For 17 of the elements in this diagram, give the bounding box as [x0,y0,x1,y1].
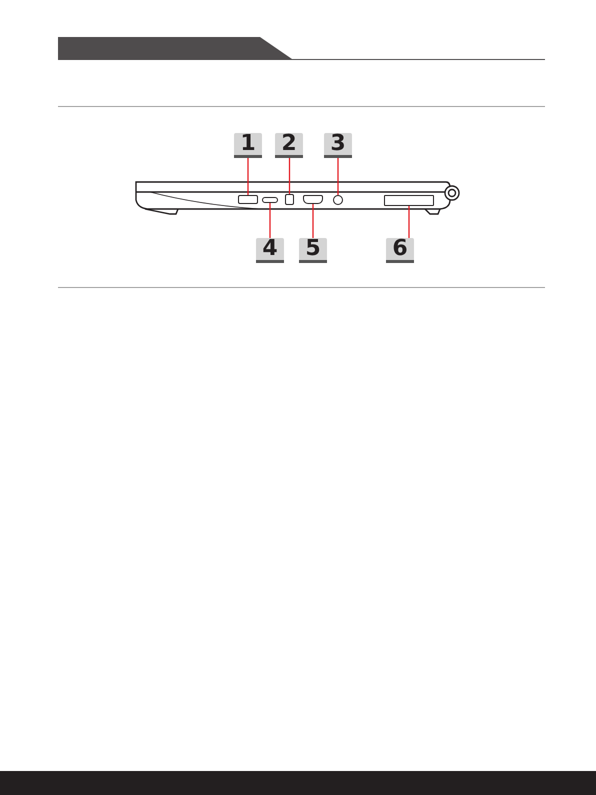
mini-port [285,194,294,205]
callout-number: 1 [234,133,262,158]
callout-number: 2 [275,133,303,158]
leader-line [247,158,249,195]
hdmi-port [303,195,323,204]
leader-line [408,206,410,238]
leader-line [337,158,339,195]
air-vent [384,195,434,206]
leader-line [312,204,314,238]
leader-line [288,158,290,194]
callout-number: 6 [386,238,414,263]
usb-c-port [262,197,278,203]
callout-number: 4 [256,238,284,263]
usb-port [238,195,258,204]
leader-line [269,203,271,238]
callout-number: 5 [299,238,327,263]
callout-number: 3 [324,133,352,158]
